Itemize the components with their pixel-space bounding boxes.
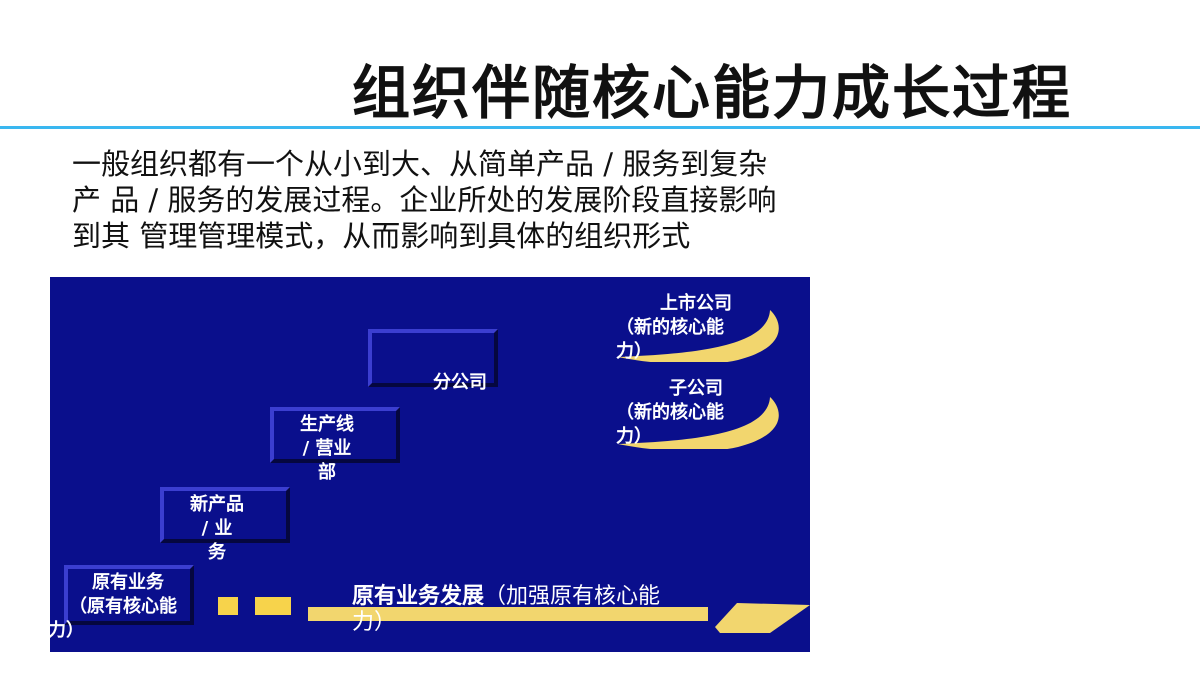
arc-listed-company-icon [618,310,779,362]
step-label-branch: 分公司 [433,372,487,393]
step-box-original-business [64,565,194,625]
yellow-band [308,607,708,621]
step-label-new-product: 新产品 / 业 务 [190,494,244,563]
body-line-3: 到其 管理管理模式，从而影响到具体的组织形式 [72,219,691,253]
slide-title: 组织伴随核心能力成长过程 [352,59,1073,127]
step-box-new-product [160,487,290,543]
step-box-branch [368,329,498,387]
body-line-1: 一般组织都有一个从小到大、从简单产品 / 服务到复杂 [72,147,768,181]
step-label-production-line: 生产线 / 营业 部 [300,414,354,483]
arrow-icon [715,603,810,633]
yellow-square-2 [255,597,291,615]
yellow-square-1 [218,597,238,615]
body-paragraph: 一般组织都有一个从小到大、从简单产品 / 服务到复杂 产 品 / 服务的发展过程… [72,146,817,254]
step-label-original-business: 原有业务 （原有核心能 力） [50,572,177,641]
arc-label-subsidiary: 子公司 （新的核心能 力） [616,378,724,447]
arc-label-listed-company: 上市公司 （新的核心能 力） [616,293,732,362]
caption-original-business-development: 原有业务发展（加强原有核心能 力） [352,584,661,635]
arc-subsidiary-icon [618,397,779,449]
title-underline [0,126,1200,129]
body-line-2: 产 品 / 服务的发展过程。企业所处的发展阶段直接影响 [72,183,777,217]
growth-diagram: 原有业务 （原有核心能 力） 新产品 / 业 务 生产线 / 营业 部 分公司 [50,277,810,652]
step-box-production-line [270,407,400,463]
